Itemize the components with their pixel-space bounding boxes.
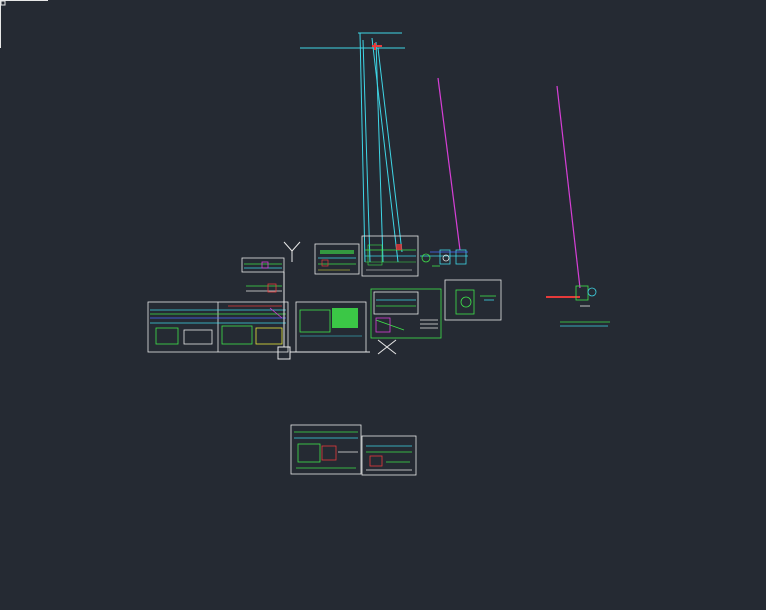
crosshair-cursor-icon — [377, 339, 397, 355]
viewport-corner-icon — [0, 0, 48, 48]
drawing-sheet[interactable] — [361, 435, 417, 476]
detail-fragment[interactable] — [241, 257, 285, 293]
detail-fragment[interactable] — [420, 249, 468, 267]
drawing-sheet[interactable] — [370, 288, 442, 339]
red-marker-top — [372, 43, 382, 50]
drawing-sheet[interactable] — [290, 424, 362, 475]
drawing-sheet[interactable] — [361, 235, 419, 277]
drawing-sheet[interactable] — [444, 279, 502, 321]
drawing-sheet[interactable] — [295, 301, 367, 353]
cyan-leader-lines — [300, 32, 405, 263]
drawing-sheet[interactable] — [314, 243, 360, 275]
ucs-icon — [283, 241, 301, 262]
drawing-sheet-large[interactable] — [147, 301, 289, 353]
detail-fragment[interactable] — [546, 285, 610, 327]
pickbox-icon — [277, 272, 370, 360]
magenta-leader-lines — [437, 77, 581, 289]
